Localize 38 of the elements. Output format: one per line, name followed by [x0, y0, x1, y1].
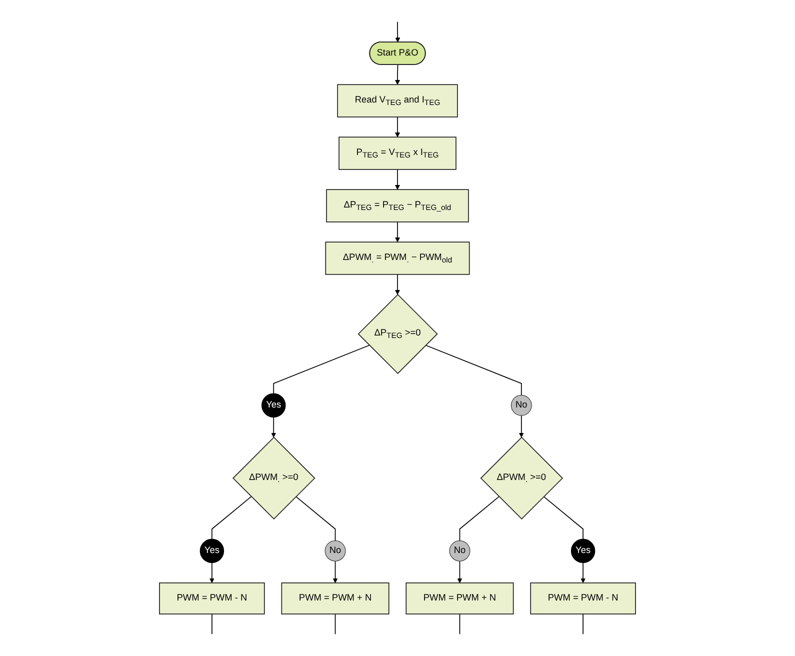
arrow: [518, 415, 524, 438]
node-box: ΔP$_{TEG}$ = P$_{TEG}$ − P$_{TEG_old}$: [326, 189, 469, 222]
connector: [425, 344, 522, 396]
node-circle: Yes: [261, 393, 286, 418]
arrow: [394, 169, 400, 190]
connector: [543, 496, 584, 540]
node-box: PWM = PWM + N: [281, 582, 390, 614]
connector: [212, 496, 252, 540]
node-box: PWM = PWM - N: [530, 582, 636, 614]
arrow: [394, 222, 400, 242]
node-box: ΔPWM$_{.}$ = PWM$_{.}$ − PWM$_{old}$: [325, 242, 470, 275]
node-box: P$_{TEG}$ = V$_{TEG}$ x I$_{TEG}$: [338, 136, 456, 170]
node-circle: Yes: [200, 538, 224, 564]
arrow: [457, 560, 462, 584]
connector: [334, 614, 336, 635]
arrow: [271, 416, 276, 438]
arrow: [394, 274, 400, 295]
arrow: [332, 560, 338, 584]
arrow: [580, 562, 586, 584]
node-circle: Yes: [570, 538, 596, 564]
arrow: [395, 21, 400, 43]
node-diamond: ΔPWM$_{.}$ >=0: [480, 436, 564, 520]
arrow: [209, 562, 214, 584]
node-circle: No: [324, 540, 346, 562]
node-circle: No: [449, 540, 470, 562]
node-box: PWM = PWM + N: [406, 582, 514, 614]
arrow: [394, 116, 400, 138]
node-circle: No: [510, 394, 532, 416]
node-box: PWM = PWM - N: [159, 582, 265, 614]
node-box: Read V$_{TEG}$ and I$_{TEG}$: [337, 84, 458, 118]
connector: [459, 614, 460, 635]
connector: [273, 344, 370, 394]
connector: [296, 496, 336, 542]
connector: [582, 614, 584, 635]
arrow: [394, 64, 400, 85]
node-diamond: ΔPWM$_{.}$ >=0: [232, 436, 316, 520]
node-diamond: ΔP$_{TEG}$ >=0: [358, 294, 438, 374]
connector: [459, 496, 500, 542]
